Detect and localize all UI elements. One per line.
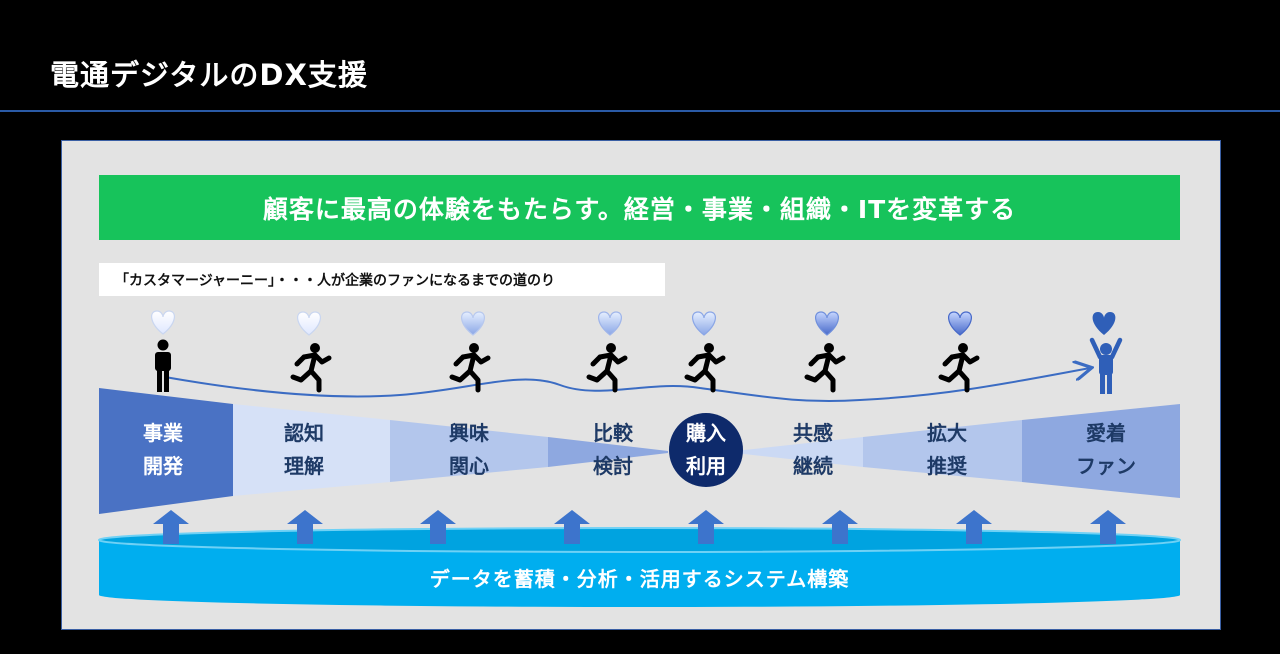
header-divider — [0, 110, 1280, 112]
funnel — [99, 388, 1180, 514]
database-label: データを蓄積・分析・活用するシステム構築 — [429, 567, 850, 591]
standing-person-icon — [155, 339, 171, 392]
funnel-segment-5 — [735, 437, 863, 467]
heart-icon — [297, 311, 321, 336]
stage-line1: 購入 — [686, 421, 726, 445]
customer-journey-label: 「カスタマージャーニー」・・・人が企業のファンになるまでの道のり — [99, 263, 665, 296]
journey-path — [164, 368, 1090, 403]
stage-line2: 検討 — [593, 454, 633, 478]
up-arrow-icon — [956, 510, 992, 544]
stage-label-8: 愛着 ファン — [1051, 417, 1161, 483]
purchase-circle — [669, 413, 743, 487]
funnel-segment-4 — [548, 437, 668, 467]
up-arrows — [153, 510, 1126, 544]
funnel-segment-2 — [233, 404, 390, 496]
stage-label-1: 事業 開発 — [108, 417, 218, 483]
stage-label-7: 拡大 推奨 — [892, 417, 1002, 483]
up-arrow-icon — [822, 510, 858, 544]
runner-icon — [684, 343, 726, 393]
up-arrow-icon — [1090, 510, 1126, 544]
up-arrow-icon — [153, 510, 189, 544]
up-arrow-icon — [688, 510, 724, 544]
heart-icon — [598, 311, 622, 336]
funnel-segment-3 — [390, 420, 548, 482]
stage-line1: 拡大 — [927, 421, 967, 445]
up-arrow-icon — [554, 510, 590, 544]
stage-label-5: 購入 利用 — [651, 417, 761, 483]
up-arrow-icon — [420, 510, 456, 544]
runner-icon — [938, 343, 980, 393]
stage-label-3: 興味 関心 — [414, 417, 524, 483]
runner-icons — [290, 343, 980, 393]
heart-icon — [461, 311, 485, 336]
stage-line1: 認知 — [284, 421, 324, 445]
up-arrow-icon — [287, 510, 323, 544]
stage-line2: 理解 — [284, 454, 324, 478]
runner-icon — [449, 343, 491, 393]
heart-icon — [815, 311, 839, 336]
database-cylinder — [98, 527, 1181, 608]
stage-line1: 比較 — [593, 421, 633, 445]
heart-icon — [1092, 312, 1116, 335]
mission-banner: 顧客に最高の体験をもたらす。経営・事業・組織・ITを変革する — [99, 175, 1180, 240]
stage-line2: 継続 — [793, 454, 833, 478]
stage-line2: 開発 — [143, 454, 183, 478]
heart-icon — [948, 311, 972, 336]
heart-icon — [692, 311, 716, 336]
stage-line1: 共感 — [793, 421, 833, 445]
stage-label-6: 共感 継続 — [758, 417, 868, 483]
stage-line2: 関心 — [449, 454, 489, 478]
heart-icon — [151, 310, 175, 335]
stage-label-4: 比較 検討 — [558, 417, 668, 483]
stage-line2: 利用 — [686, 454, 726, 478]
stage-line1: 興味 — [449, 421, 489, 445]
stage-line2: ファン — [1076, 454, 1136, 478]
runner-icon — [586, 343, 628, 393]
stage-line1: 事業 — [143, 421, 183, 445]
stage-line2: 推奨 — [927, 454, 967, 478]
funnel-segment-6 — [863, 420, 1022, 482]
cheering-person-icon — [1089, 337, 1123, 394]
stage-line1: 愛着 — [1086, 421, 1126, 445]
hearts — [151, 310, 1116, 336]
runner-icon — [290, 343, 332, 393]
funnel-segment-7 — [1022, 404, 1180, 498]
runner-icon — [804, 343, 846, 393]
stage-label-2: 認知 理解 — [249, 417, 359, 483]
page-title: 電通デジタルのDX支援 — [50, 58, 368, 92]
funnel-segment-1 — [99, 388, 233, 514]
